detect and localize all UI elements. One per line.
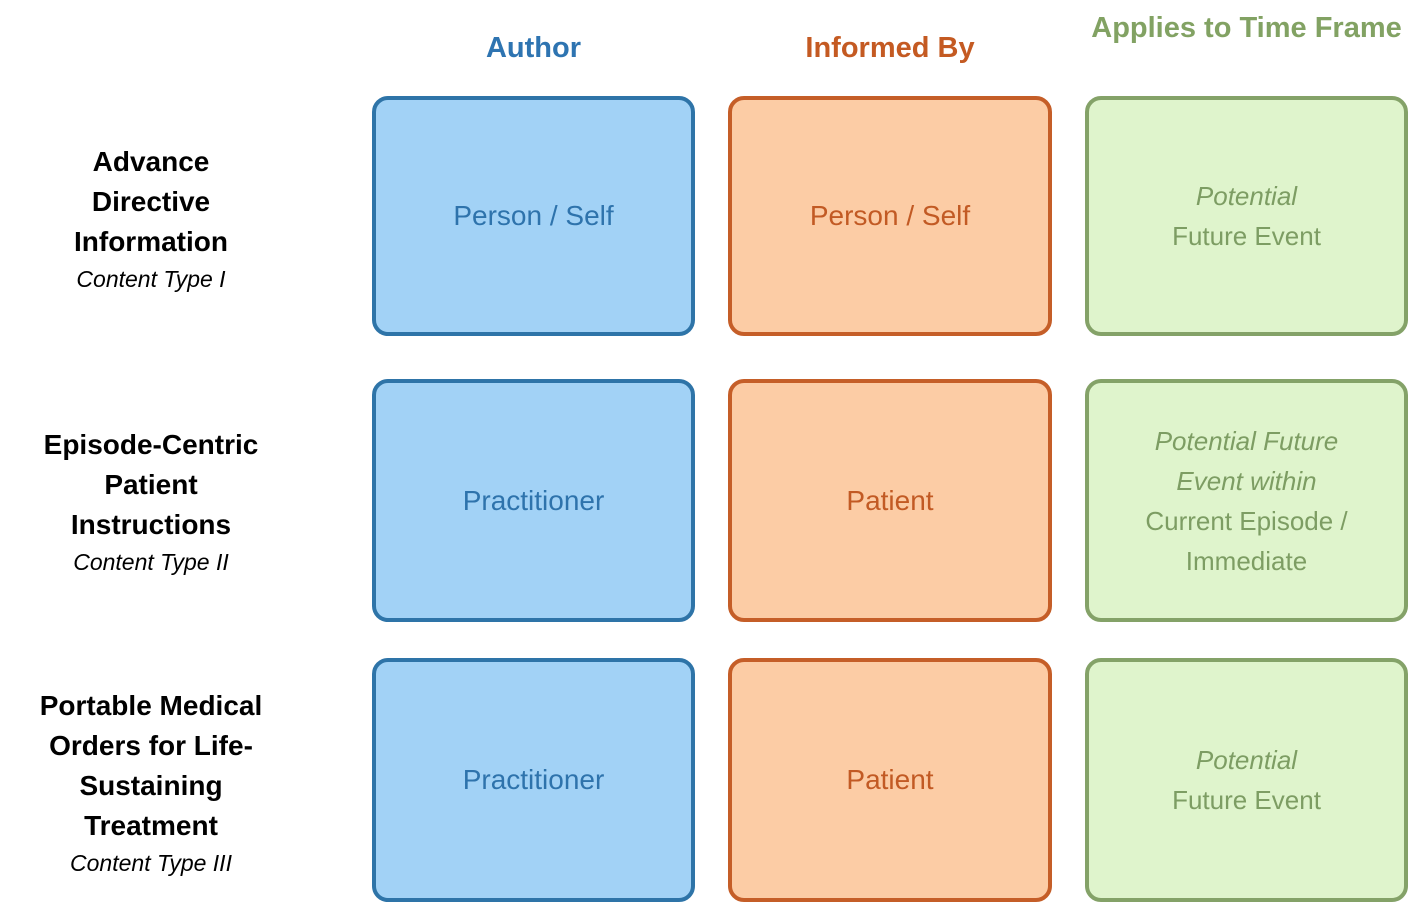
time-frame-qualifier: Potential Future Event within (1154, 425, 1339, 496)
column-header-informed-by: Informed By (805, 32, 975, 64)
row-label-advance-directive-information: Advance Directive Information Content Ty… (0, 142, 302, 296)
cell-row2-author: Practitioner (372, 379, 695, 622)
cell-text: Patient (846, 764, 934, 795)
cell-text: Person / Self (453, 200, 614, 231)
row-subtitle-content-type: Content Type I (76, 266, 226, 292)
cell-row2-time-frame: Potential Future Event within Current Ep… (1085, 379, 1408, 622)
row-subtitle-content-type: Content Type II (73, 549, 229, 575)
cell-row3-author: Practitioner (372, 658, 695, 902)
row-title: Episode-Centric Patient Instructions (43, 429, 259, 540)
cell-text: Potential Future Event within Current Ep… (1145, 421, 1347, 581)
cell-text: Patient (846, 484, 934, 516)
time-frame-qualifier: Potential (1195, 181, 1298, 211)
cell-text: Potential Future Event (1172, 740, 1321, 820)
time-frame-event: Current Episode / Immediate (1145, 505, 1348, 576)
cell-text: Practitioner (462, 484, 605, 516)
cell-text: Practitioner (462, 764, 605, 795)
cell-row3-informed-by: Patient (728, 658, 1052, 902)
time-frame-event: Future Event (1172, 785, 1321, 815)
cell-text: Potential Future Event (1172, 176, 1321, 256)
column-header-author: Author (485, 32, 582, 64)
time-frame-event: Future Event (1172, 221, 1321, 251)
row-label-episode-centric-patient-instructions: Episode-Centric Patient Instructions Con… (0, 425, 302, 579)
cell-row1-informed-by: Person / Self (728, 96, 1052, 336)
row-title: Advance Directive Information (74, 146, 228, 257)
row-subtitle-content-type: Content Type III (70, 850, 232, 876)
column-header-applies-to-time-frame: Applies to Time Frame (1091, 12, 1402, 44)
row-title: Portable Medical Orders for Life- Sustai… (39, 690, 263, 841)
cell-row2-informed-by: Patient (728, 379, 1052, 622)
cell-row1-time-frame: Potential Future Event (1085, 96, 1408, 336)
cell-row1-author: Person / Self (372, 96, 695, 336)
time-frame-qualifier: Potential (1195, 745, 1298, 775)
row-label-portable-medical-orders: Portable Medical Orders for Life- Sustai… (0, 686, 302, 880)
cell-text: Person / Self (809, 200, 971, 231)
cell-row3-time-frame: Potential Future Event (1085, 658, 1408, 902)
